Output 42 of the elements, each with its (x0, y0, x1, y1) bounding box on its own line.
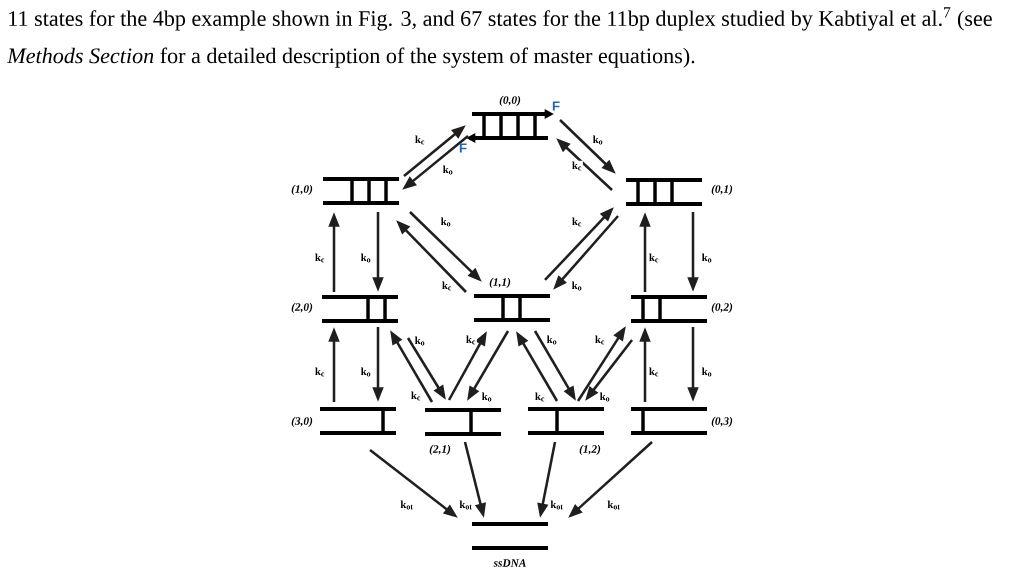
strand-end-label: F (552, 101, 560, 111)
state-label: (2,1) (429, 444, 451, 456)
rate-label: k$_{ot}$ (399, 499, 415, 511)
state-label: (0,0) (499, 95, 521, 107)
rate-label: k$_{c}$ (648, 366, 660, 378)
rate-label: k$_{c}$ (465, 334, 477, 346)
rate-label: k$_{c}$ (571, 160, 583, 172)
rate-label: k$_{o}$ (700, 252, 714, 264)
rate-label: k$_{o}$ (441, 164, 455, 176)
rate-label: k$_{ot}$ (549, 499, 565, 511)
rate-label: k$_{o}$ (439, 216, 453, 228)
state-label: (0,2) (711, 302, 733, 314)
rate-label: k$_{o}$ (700, 366, 714, 378)
rate-label: k$_{o}$ (591, 134, 605, 146)
strand-end-label: F (459, 143, 467, 153)
rate-label: k$_{o}$ (413, 335, 427, 347)
rate-label: k$_{c}$ (571, 216, 583, 228)
rate-label: k$_{c}$ (314, 252, 326, 264)
rate-label: k$_{c}$ (594, 334, 606, 346)
rate-label: k$_{o}$ (480, 391, 494, 403)
state-label: (0,1) (711, 184, 733, 196)
state-label: ssDNA (493, 559, 526, 567)
state-label: (0,3) (711, 416, 733, 428)
rate-label: k$_{o}$ (359, 366, 373, 378)
rate-label: k$_{c}$ (534, 391, 546, 403)
caption-text: 11 states for the 4bp example shown in Fig. 3, and 67 states for the 11bp duplex studied by Kabtiyal et al.$^{7}$ (see Methods Section for a detailed description of the system of master equations). (7, 7, 992, 68)
state-label: (1,2) (579, 444, 601, 456)
rate-label: k$_{c}$ (441, 280, 453, 292)
rate-label: k$_{o}$ (545, 334, 559, 346)
state-label: (1,0) (291, 184, 313, 196)
rate-label: k$_{c}$ (648, 252, 660, 264)
rate-label: k$_{o}$ (570, 280, 584, 292)
state-label: (2,0) (291, 302, 313, 314)
rate-label: k$_{ot}$ (458, 499, 474, 511)
rate-label: k$_{o}$ (359, 252, 373, 264)
state-label: (3,0) (291, 416, 313, 428)
rate-label: k$_{o}$ (598, 391, 612, 403)
rate-label: k$_{c}$ (314, 366, 326, 378)
rate-label: k$_{c}$ (414, 134, 426, 146)
state-label: (1,1) (489, 277, 511, 289)
rate-label: k$_{c}$ (410, 390, 422, 402)
rate-label: k$_{ot}$ (606, 499, 622, 511)
